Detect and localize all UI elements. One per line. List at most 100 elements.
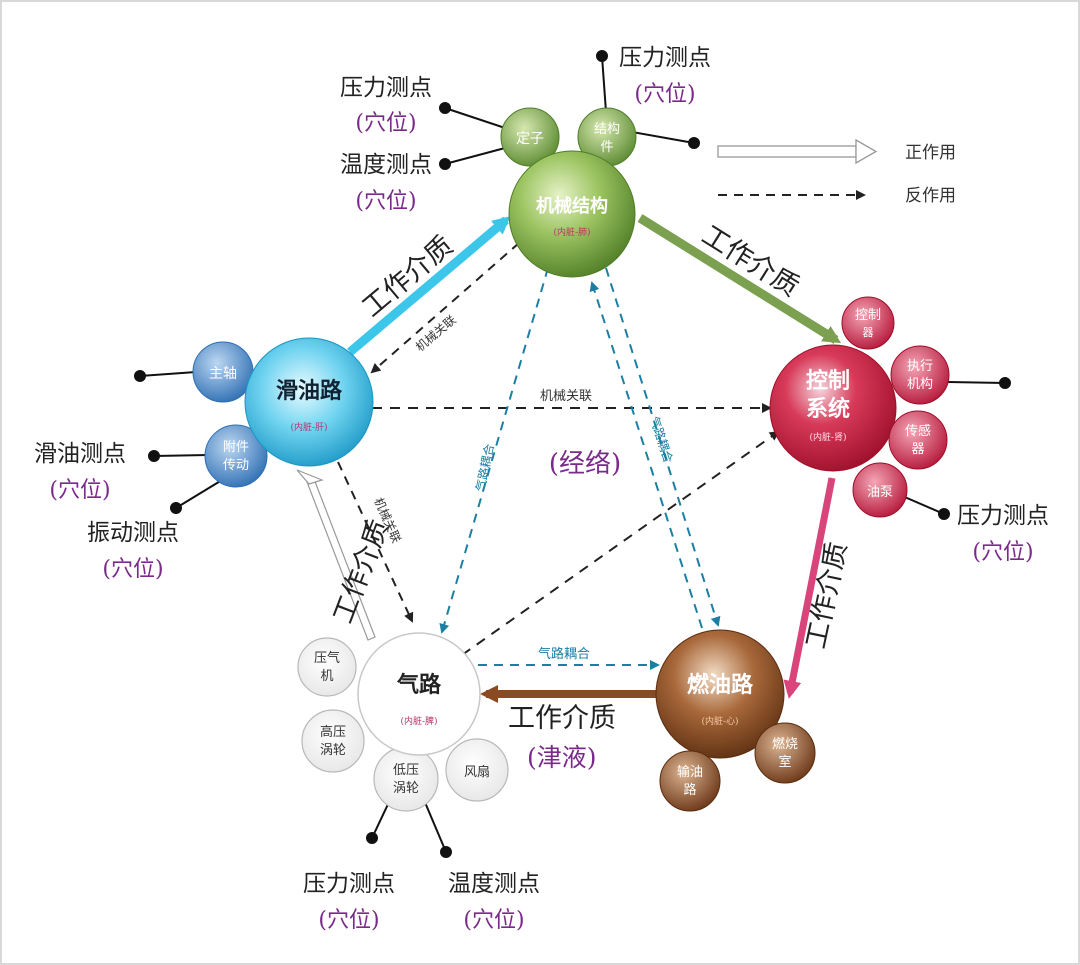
hp-turbine-label-2: 涡轮 bbox=[320, 743, 346, 758]
node-sensor[interactable]: 传感 器 bbox=[888, 410, 948, 470]
mp-struct-pressure: 压力测点 (穴位) bbox=[619, 45, 711, 107]
spindle-label: 主轴 bbox=[209, 366, 237, 382]
fan-label: 风扇 bbox=[464, 764, 490, 780]
mp-lube-vibration: 振动测点 (穴位) bbox=[87, 520, 179, 582]
mp-lube-vibration-tag: (穴位) bbox=[102, 557, 163, 582]
actuator-label-1: 执行 bbox=[907, 359, 933, 374]
label-air-to-lube: 工作介质 bbox=[328, 516, 396, 628]
mp-air-temperature: 温度测点 (穴位) bbox=[448, 871, 540, 933]
node-control-system[interactable]: 控制 系统 (内脏-肾) bbox=[769, 344, 897, 472]
node-oil-pump[interactable]: 油泵 bbox=[852, 462, 908, 518]
mp-air-pressure-name: 压力测点 bbox=[303, 871, 395, 897]
node-controller[interactable]: 控制 器 bbox=[841, 296, 895, 350]
pump-label: 油泵 bbox=[867, 485, 893, 500]
edge-lube-air-assoc bbox=[337, 461, 414, 623]
controller-label-1: 控制 bbox=[855, 308, 881, 323]
mp-lube-vibration-name: 振动测点 bbox=[87, 520, 179, 546]
node-stator[interactable]: 定子 bbox=[500, 107, 560, 167]
mp-control-pressure-name: 压力测点 bbox=[957, 503, 1049, 529]
mp-lube-oil-name: 滑油测点 bbox=[34, 441, 126, 467]
edge-mech-fuel-coupling-a bbox=[605, 267, 721, 627]
fuel-title: 燃油路 bbox=[687, 672, 754, 698]
combustor-label-1: 燃烧 bbox=[772, 736, 798, 752]
node-air-path[interactable]: 气路 (内脏-脾) bbox=[357, 632, 481, 756]
compressor-label-2: 机 bbox=[320, 669, 333, 684]
accessory-label-2: 传动 bbox=[223, 458, 249, 473]
label-air-fuel-coupling: 气路耦合 bbox=[538, 646, 590, 662]
control-title-2: 系统 bbox=[806, 396, 850, 422]
mp-mech-pressure-name: 压力测点 bbox=[340, 75, 432, 101]
stator-label: 定子 bbox=[516, 131, 544, 147]
sensor-label-2: 器 bbox=[911, 442, 924, 457]
hp-turbine-label-1: 高压 bbox=[320, 724, 346, 740]
mechanical-title: 机械结构 bbox=[536, 195, 608, 217]
air-sub: (内脏-脾) bbox=[400, 715, 437, 727]
mp-air-temperature-name: 温度测点 bbox=[448, 871, 540, 897]
edge-lube-to-mech bbox=[347, 216, 511, 356]
mp-mech-pressure-tag: (穴位) bbox=[355, 111, 416, 136]
mp-air-pressure-tag: (穴位) bbox=[318, 908, 379, 933]
node-actuator[interactable]: 执行 机构 bbox=[890, 345, 950, 405]
legend-positive-arrow bbox=[717, 138, 878, 165]
lp-turbine-label-2: 涡轮 bbox=[393, 781, 419, 796]
lubrication-sub: (内脏-肝) bbox=[290, 421, 327, 433]
edge-control-to-fuel bbox=[783, 477, 836, 699]
mp-struct-pressure-tag: (穴位) bbox=[634, 82, 695, 107]
mp-lube-oil: 滑油测点 (穴位) bbox=[34, 441, 126, 503]
structure-label-1: 结构 bbox=[594, 122, 620, 137]
legend-negative-label: 反作用 bbox=[905, 186, 956, 206]
lp-turbine-label-1: 低压 bbox=[393, 763, 419, 778]
structure-label-2: 件 bbox=[600, 140, 613, 155]
label-fuel-to-air: 工作介质 bbox=[508, 703, 616, 734]
node-spindle[interactable]: 主轴 bbox=[192, 341, 254, 403]
edge-mech-lube-assoc bbox=[370, 242, 520, 374]
mp-lube-oil-tag: (穴位) bbox=[49, 478, 110, 503]
label-fuel-to-air-tag: (津液) bbox=[527, 743, 597, 772]
node-lp-turbine[interactable]: 低压 涡轮 bbox=[373, 746, 439, 812]
node-accessory-drive[interactable]: 附件 传动 bbox=[204, 424, 268, 488]
mp-air-temperature-tag: (穴位) bbox=[463, 908, 524, 933]
sensor-label-1: 传感 bbox=[905, 423, 931, 439]
control-sub: (内脏-肾) bbox=[809, 431, 846, 443]
node-fuel-path[interactable]: 燃油路 (内脏-心) bbox=[655, 629, 785, 759]
edge-air-to-lube bbox=[296, 469, 376, 641]
mp-mech-temperature-name: 温度测点 bbox=[340, 152, 432, 178]
edge-mech-fuel-coupling-b bbox=[589, 281, 703, 629]
mp-mech-temperature: 温度测点 (穴位) bbox=[340, 152, 432, 214]
label-mech-air-coupling: 气路耦合 bbox=[472, 443, 497, 493]
node-lubrication[interactable]: 滑油路 (内脏-肝) bbox=[244, 337, 374, 467]
actuator-label-2: 机构 bbox=[907, 377, 933, 392]
combustor-label-2: 室 bbox=[778, 754, 791, 770]
node-compressor[interactable]: 压气 机 bbox=[297, 637, 357, 697]
mp-air-pressure: 压力测点 (穴位) bbox=[303, 871, 395, 933]
legend: 正作用 反作用 bbox=[717, 138, 956, 206]
mechanical-sub: (内脏-肺) bbox=[553, 226, 590, 238]
label-mech-fuel-coupling: 气路耦合 bbox=[647, 414, 676, 464]
accessory-label-1: 附件 bbox=[223, 440, 249, 455]
mp-control-pressure-tag: (穴位) bbox=[972, 540, 1033, 565]
mp-mech-temperature-tag: (穴位) bbox=[355, 189, 416, 214]
center-label-meridian: (经络) bbox=[549, 449, 621, 479]
node-combustor[interactable]: 燃烧 室 bbox=[754, 722, 816, 784]
label-mech-lube-assoc: 机械关联 bbox=[412, 312, 458, 354]
compressor-label-1: 压气 bbox=[314, 650, 340, 666]
node-oil-supply[interactable]: 输油 路 bbox=[659, 750, 721, 812]
fuel-sub: (内脏-心) bbox=[701, 715, 738, 727]
legend-positive-label: 正作用 bbox=[905, 143, 956, 163]
node-mechanical-structure[interactable]: 机械结构 (内脏-肺) bbox=[508, 150, 636, 278]
leader-lines bbox=[134, 50, 1011, 858]
mp-control-pressure: 压力测点 (穴位) bbox=[957, 503, 1049, 565]
label-lube-control-assoc: 机械关联 bbox=[540, 389, 592, 404]
controller-label-2: 器 bbox=[863, 326, 874, 339]
node-fan[interactable]: 风扇 bbox=[445, 738, 509, 802]
edge-mech-to-control bbox=[637, 214, 842, 344]
node-hp-turbine[interactable]: 高压 涡轮 bbox=[301, 709, 365, 773]
oil-supply-label-1: 输油 bbox=[677, 764, 703, 780]
mp-struct-pressure-name: 压力测点 bbox=[619, 45, 711, 71]
mp-mech-pressure: 压力测点 (穴位) bbox=[340, 75, 432, 136]
oil-supply-label-2: 路 bbox=[683, 782, 696, 798]
air-title: 气路 bbox=[396, 672, 442, 698]
